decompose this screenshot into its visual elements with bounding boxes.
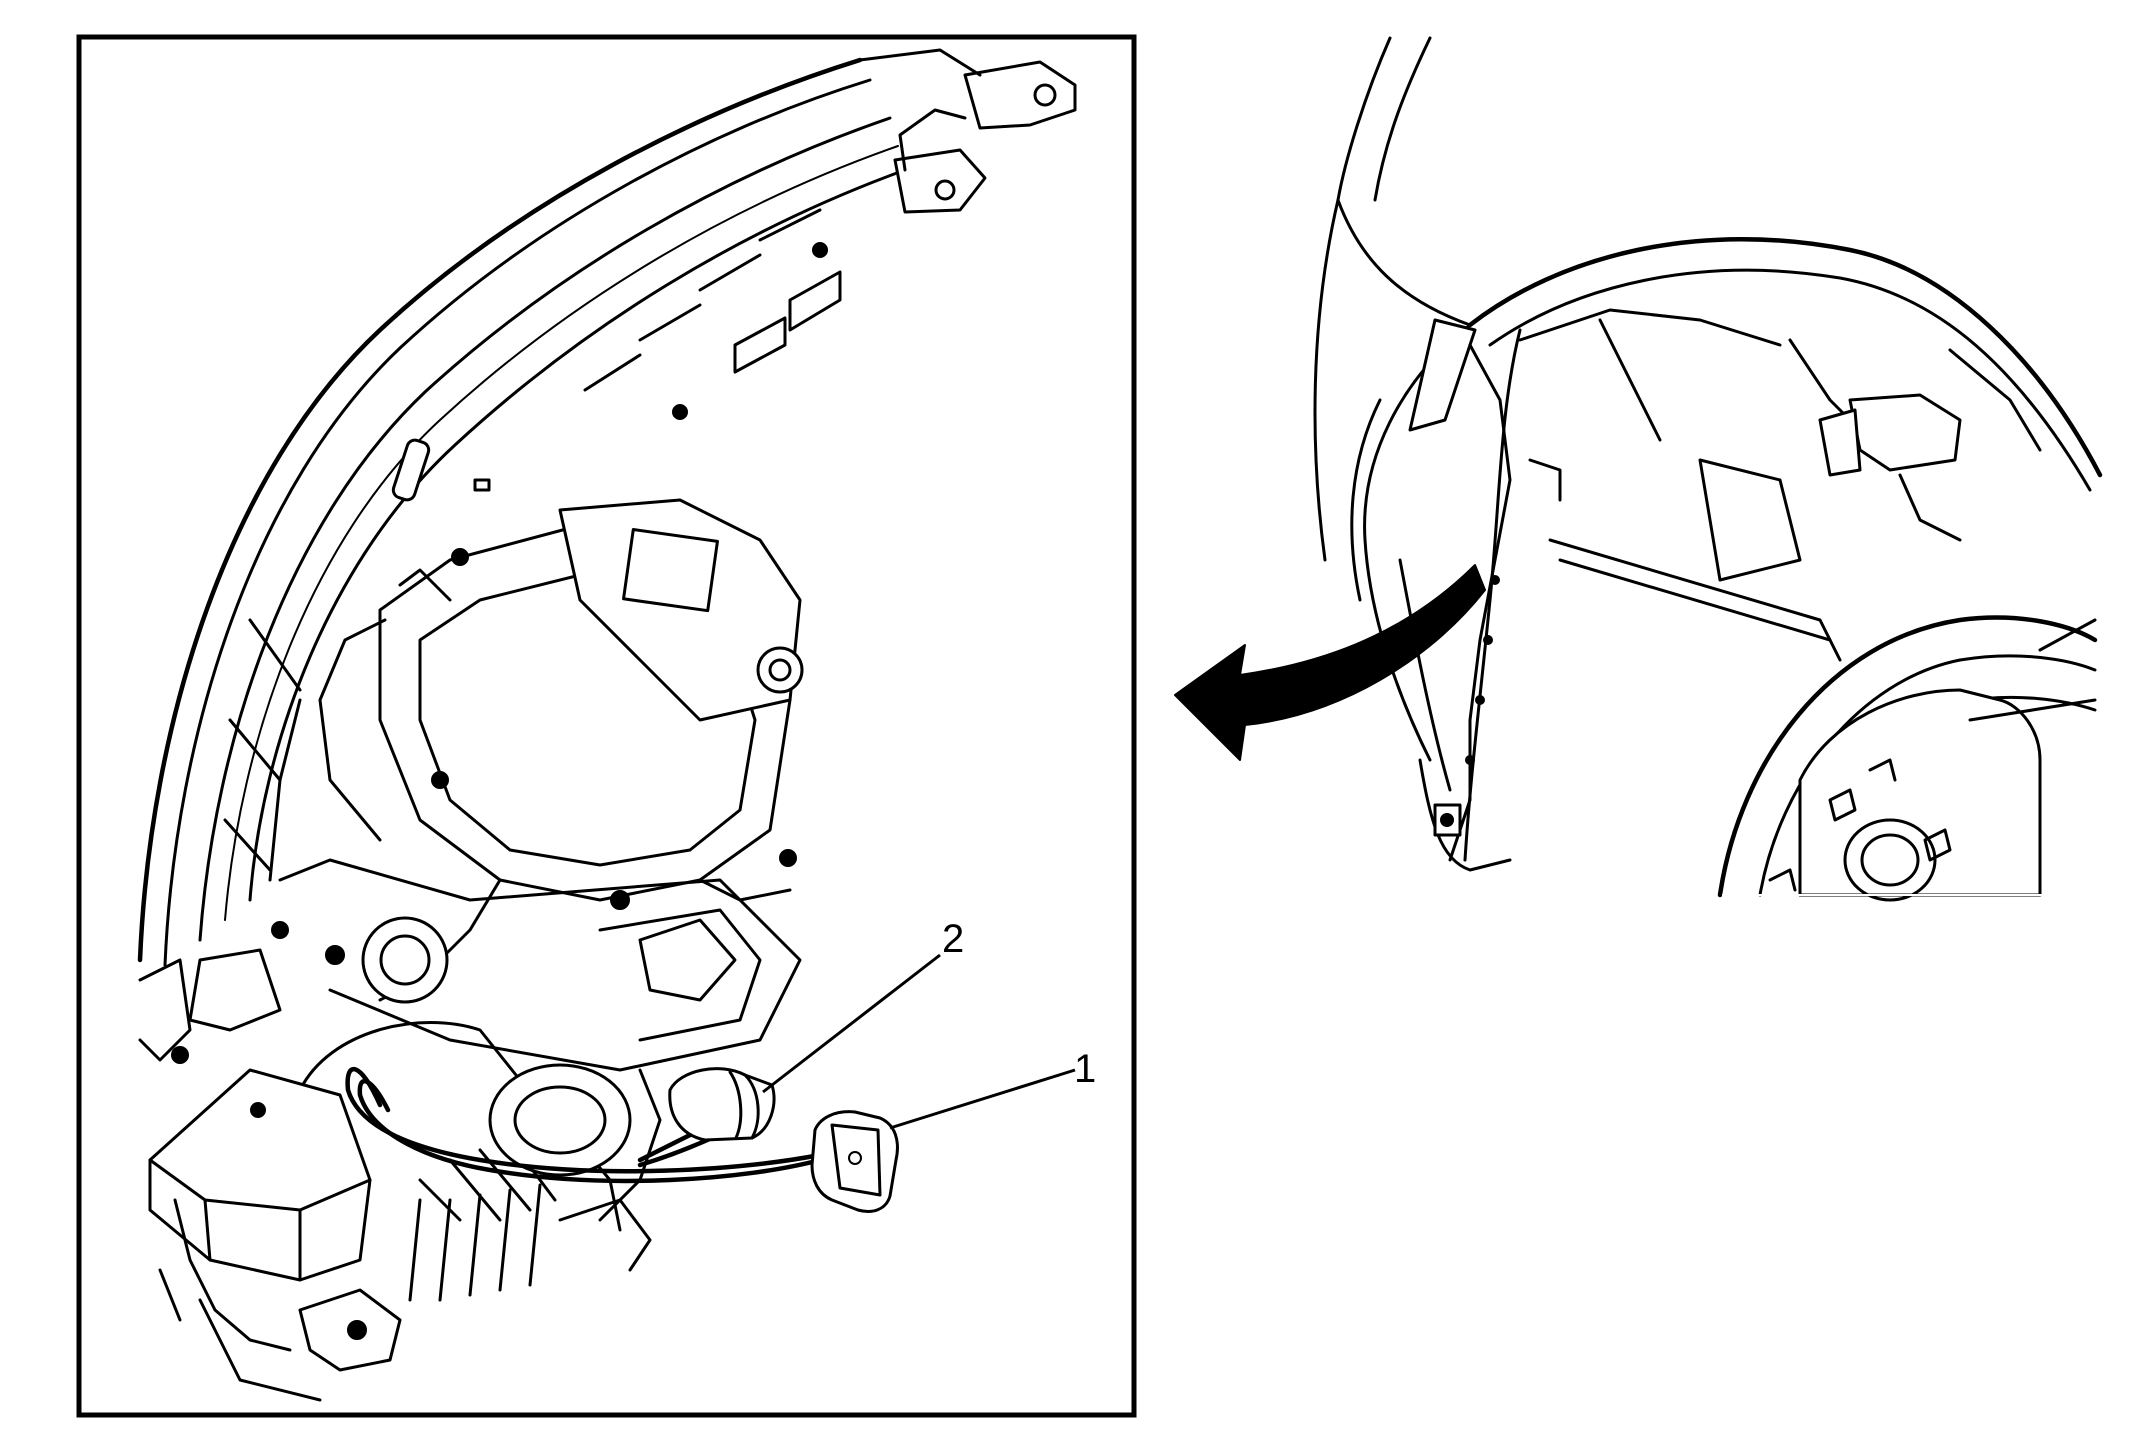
headlamp-detail-panel: 2 1 <box>76 34 1137 1418</box>
callout-2-label: 2 <box>942 917 964 961</box>
leader-line-2 <box>762 953 941 1094</box>
bulb-harness <box>345 1067 899 1213</box>
leader-lines <box>762 953 1076 1130</box>
callout-1-label: 1 <box>1074 1047 1096 1091</box>
headlamp-housing <box>137 48 1077 967</box>
lower-housing <box>223 618 802 1302</box>
reflector-module <box>318 498 804 1002</box>
leader-line-1 <box>889 1068 1076 1130</box>
direction-arrow <box>1174 564 1486 761</box>
vehicle-locator-view <box>1313 36 2103 902</box>
electrical-connector <box>810 1110 899 1213</box>
ballast-housing <box>138 948 402 1402</box>
bulb-cap <box>668 1067 776 1142</box>
